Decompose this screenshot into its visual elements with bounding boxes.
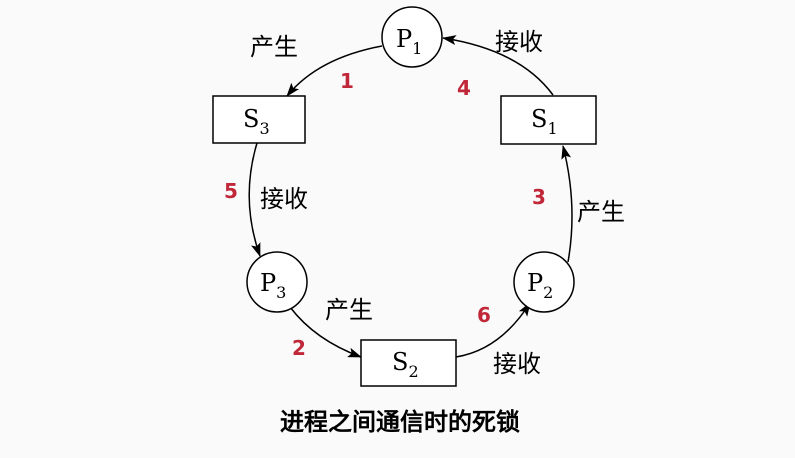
edge-p2-to-s1: [561, 145, 573, 263]
node-p2-label: P2: [527, 269, 553, 302]
step-number-5: 5: [224, 179, 238, 203]
step-number-1: 1: [340, 69, 354, 93]
node-p1: P1: [381, 6, 443, 68]
label-s2-p2: 接收: [493, 350, 541, 378]
edge-p3-to-s2: [289, 306, 362, 358]
edge-s1-to-p1: [442, 35, 554, 96]
label-s3-p3: 接收: [260, 185, 308, 213]
label-p2-s1: 产生: [577, 198, 625, 226]
step-number-3: 3: [532, 185, 546, 209]
node-s1: S1: [500, 95, 597, 145]
node-s3-label: S3: [243, 105, 270, 138]
node-s2-label: S2: [392, 348, 419, 381]
label-p1-s3: 产生: [250, 33, 298, 61]
node-p3-label: P3: [260, 269, 286, 302]
label-p3-s2: 产生: [325, 296, 373, 324]
diagram-caption: 进程之间通信时的死锁: [280, 408, 520, 436]
edge-s3-to-p3: [248, 142, 261, 257]
node-s2: S2: [360, 339, 457, 387]
step-number-4: 4: [457, 76, 471, 100]
node-p2: P2: [513, 251, 575, 313]
label-s1-p1: 接收: [495, 28, 543, 56]
step-number-2: 2: [292, 336, 306, 360]
edge-s2-to-p2: [455, 302, 531, 358]
node-s3: S3: [212, 95, 306, 144]
edge-p1-to-s3: [286, 45, 383, 97]
node-s1-label: S1: [531, 105, 558, 138]
step-number-6: 6: [477, 303, 491, 327]
node-p1-label: P1: [396, 25, 422, 58]
node-p3: P3: [246, 251, 308, 313]
